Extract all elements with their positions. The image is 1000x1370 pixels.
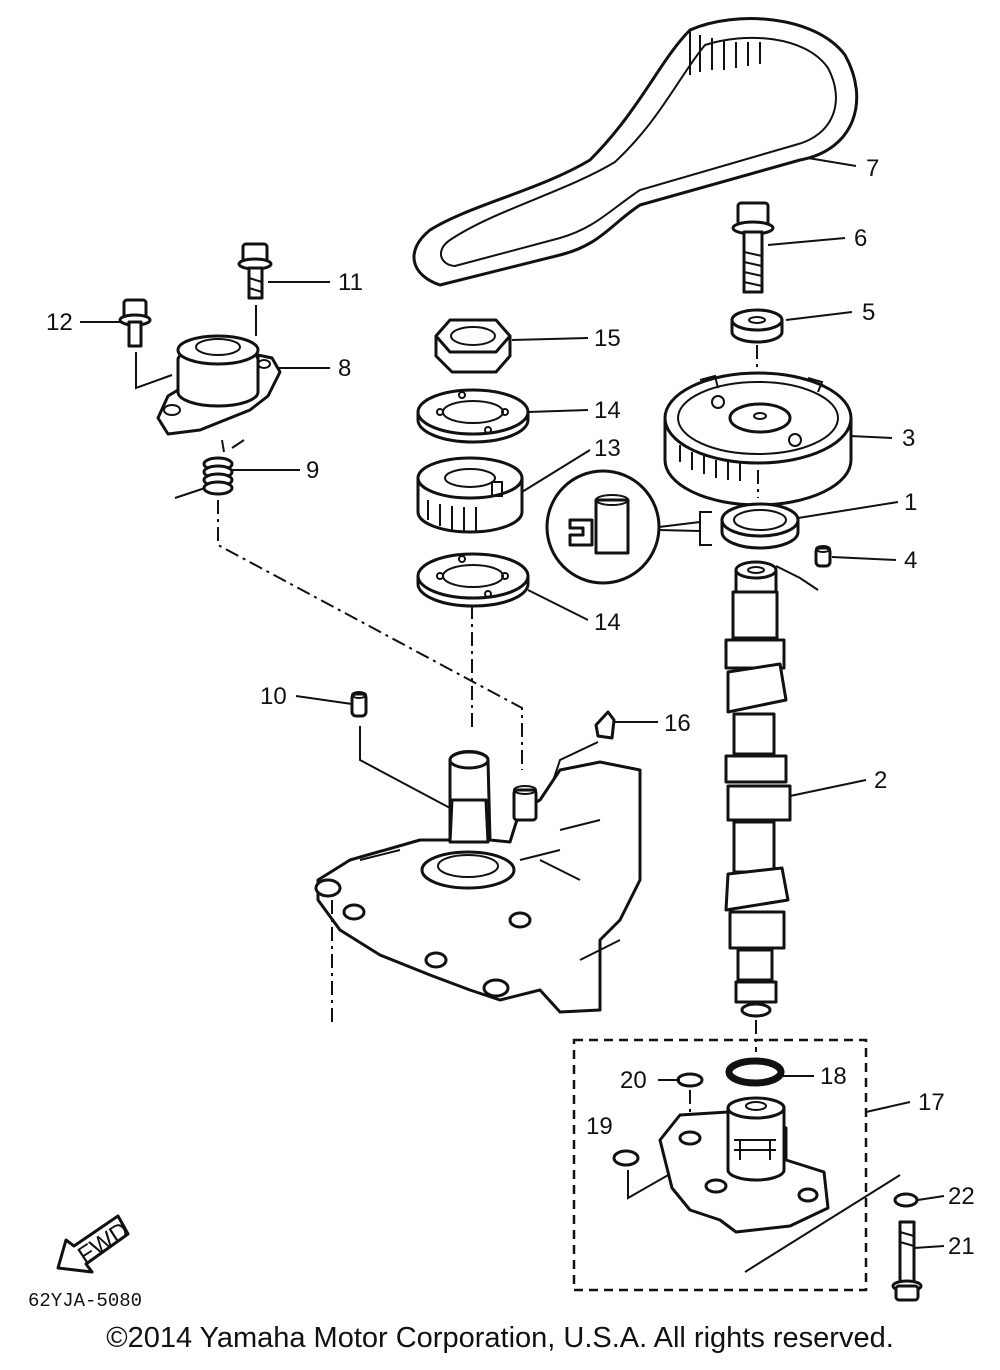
label-13: 13 [594, 435, 621, 462]
copyright-notice: ©2014 Yamaha Motor Corporation, U.S.A. A… [106, 1322, 894, 1354]
label-17: 17 [918, 1089, 945, 1116]
o-ring-20 [676, 1072, 704, 1088]
cylinder-block [314, 750, 642, 1014]
bolt-21 [891, 1220, 923, 1302]
spring-9 [202, 456, 234, 496]
nut-15 [434, 318, 512, 374]
screw-12 [118, 298, 152, 348]
driven-pulley-3 [663, 371, 853, 507]
label-4: 4 [904, 547, 917, 574]
label-10: 10 [260, 683, 287, 710]
label-14-lower: 14 [594, 609, 621, 636]
timing-belt [412, 17, 859, 287]
label-5: 5 [862, 299, 875, 326]
label-12: 12 [46, 309, 73, 336]
dowel-pin-4 [814, 545, 832, 568]
label-8: 8 [338, 355, 351, 382]
plate-washer-14-upper [416, 388, 530, 444]
washer-22 [893, 1192, 919, 1208]
flange-bolt-6 [731, 201, 775, 294]
label-19: 19 [586, 1113, 613, 1140]
label-20: 20 [620, 1067, 647, 1094]
label-11: 11 [338, 269, 363, 296]
label-18: 18 [820, 1063, 847, 1090]
drive-pulley-13 [416, 456, 524, 534]
label-1: 1 [904, 489, 917, 516]
housing-8 [156, 334, 282, 436]
label-22: 22 [948, 1183, 975, 1210]
o-ring-18 [725, 1057, 785, 1087]
label-21: 21 [948, 1233, 975, 1260]
label-16: 16 [664, 710, 691, 737]
label-7: 7 [866, 155, 879, 182]
woodruff-key-16 [594, 710, 616, 740]
camshaft-2 [724, 560, 792, 1018]
label-3: 3 [902, 425, 915, 452]
seal-detail-callout [545, 469, 701, 585]
plate-washer-14-lower [416, 552, 530, 608]
label-15: 15 [594, 325, 621, 352]
washer-5 [730, 308, 784, 344]
oil-seal-1 [720, 502, 800, 550]
diagram-code: 62YJA-5080 [28, 1290, 142, 1312]
fwd-arrow-icon: FWD [56, 1214, 134, 1274]
label-6: 6 [854, 225, 867, 252]
o-ring-19 [612, 1149, 640, 1167]
label-9: 9 [306, 457, 319, 484]
label-2: 2 [874, 767, 887, 794]
label-14-upper: 14 [594, 397, 621, 424]
bolt-11 [237, 242, 273, 300]
oil-pump-body [658, 1096, 830, 1234]
pin-10 [350, 691, 368, 718]
